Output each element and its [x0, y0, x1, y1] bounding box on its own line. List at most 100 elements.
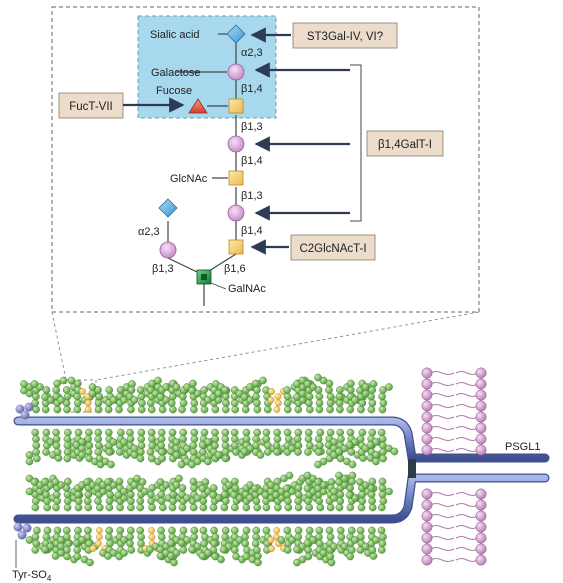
o-glycan-bead — [175, 474, 183, 483]
lipid-headgroup — [421, 367, 433, 379]
core2-glycan-bead — [268, 545, 275, 552]
o-glycan-bead — [141, 487, 149, 496]
o-glycan-bead — [221, 526, 230, 535]
o-glycan-bead — [94, 428, 102, 437]
o-glycan-bead — [73, 392, 81, 401]
o-glycan-bead — [73, 405, 82, 414]
o-glycan-bead — [326, 392, 335, 401]
o-glycan-bead — [63, 448, 72, 456]
o-glycan-bead — [116, 448, 124, 456]
o-glycan-bead — [222, 497, 230, 505]
o-glycan-bead — [93, 484, 102, 493]
o-glycan-bead — [378, 405, 387, 414]
o-glycan-bead — [231, 484, 240, 492]
o-glycan-bead — [277, 536, 286, 544]
o-glycan-bead — [74, 379, 82, 388]
o-glycan-bead — [221, 428, 230, 437]
o-glycan-bead — [31, 503, 40, 512]
o-glycan-bead — [377, 503, 386, 512]
o-glycan-bead — [336, 428, 345, 437]
o-glycan-bead — [356, 386, 364, 395]
lipid-headgroup — [475, 543, 487, 555]
o-glycan-bead — [57, 536, 65, 544]
glycan-bonds — [167, 33, 237, 306]
o-glycan-bead — [283, 405, 292, 414]
o-glycan-bead — [336, 405, 344, 414]
o-glycan-bead — [262, 428, 271, 437]
o-glycan-bead — [172, 438, 181, 446]
o-glycan-bead — [198, 484, 207, 493]
lipid-tail — [429, 393, 455, 397]
o-glycan-bead — [130, 396, 139, 404]
o-glycan-bead — [335, 392, 344, 401]
o-glycan-bead — [314, 448, 323, 456]
o-glycan-bead — [188, 386, 196, 395]
o-glycan-bead — [179, 435, 187, 443]
o-glycan-bead — [330, 494, 338, 502]
o-glycan-bead — [377, 428, 386, 437]
o-glycan-bead — [319, 549, 328, 557]
o-glycan-bead — [377, 526, 386, 535]
o-glycan-bead — [346, 386, 355, 394]
o-glycan-bead — [41, 545, 49, 554]
o-glycan-bead — [94, 405, 103, 414]
o-glycan-bead — [200, 386, 208, 394]
o-glycan-bead — [51, 552, 60, 560]
o-glycan-bead — [347, 379, 355, 388]
o-glycan-bead — [78, 451, 86, 459]
o-glycan-bead — [285, 471, 294, 480]
o-glycan-bead — [120, 549, 128, 557]
enzyme-box-st3gal — [292, 22, 398, 49]
o-glycan-bead — [136, 503, 145, 512]
o-glycan-bead — [64, 428, 72, 437]
o-glycan-bead — [305, 503, 314, 512]
galnac-label: GalNAc — [228, 283, 266, 295]
o-glycan-bead — [241, 539, 249, 548]
o-glycan-bead — [368, 546, 377, 554]
o-glycan-bead — [351, 536, 359, 544]
lipid-headgroup — [421, 532, 433, 544]
o-glycan-bead — [273, 435, 282, 443]
o-glycan-bead — [178, 405, 186, 414]
o-glycan-bead — [63, 435, 72, 443]
o-glycan-bead — [126, 539, 134, 548]
o-glycan-bead — [315, 497, 324, 505]
o-glycan-bead — [293, 435, 302, 443]
lipid-headgroup — [421, 433, 433, 445]
o-glycan-bead — [272, 441, 281, 450]
fucose-label: Fucose — [156, 85, 192, 97]
lipid-tail — [455, 426, 479, 430]
lipid-tail — [429, 514, 455, 518]
lipid-headgroup — [421, 554, 433, 566]
o-glycan-bead — [178, 503, 187, 512]
o-glycan-bead — [283, 399, 292, 407]
o-glycan-bead — [347, 526, 356, 535]
o-glycan-bead — [316, 428, 325, 437]
tyr-so4-cluster-top — [15, 402, 34, 420]
o-glycan-bead — [314, 373, 322, 382]
o-glycan-bead — [252, 497, 261, 505]
o-glycan-bead — [315, 392, 324, 401]
o-glycan-bead — [104, 405, 113, 414]
lipid-tail — [429, 547, 455, 551]
o-glycan-bead — [109, 396, 118, 404]
lipid-headgroup — [421, 488, 433, 500]
o-glycan-bead — [221, 405, 230, 414]
o-glycan-bead — [85, 441, 94, 450]
o-glycan-bead — [230, 526, 239, 535]
o-glycan-bead — [147, 405, 156, 414]
o-glycan-bead — [74, 503, 83, 512]
o-glycan-bead — [120, 487, 128, 496]
o-glycan-bead — [294, 503, 303, 512]
o-glycan-bead — [168, 526, 176, 535]
o-glycan-bead — [172, 451, 181, 459]
o-glycan-bead — [221, 435, 230, 443]
o-glycan-bead — [33, 526, 41, 535]
o-glycan-bead — [183, 444, 191, 453]
lipid-headgroup — [475, 532, 487, 544]
o-glycan-bead — [42, 386, 51, 394]
o-glycan-bead — [219, 545, 228, 554]
o-glycan-bead — [231, 405, 239, 414]
o-glycan-bead — [136, 454, 145, 463]
glcnac-symbol — [228, 170, 244, 186]
